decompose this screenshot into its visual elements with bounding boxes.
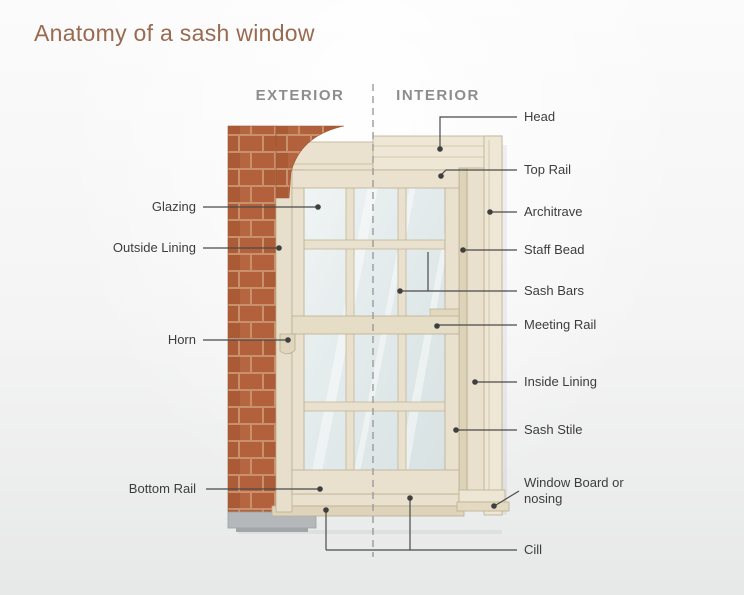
outside-lining xyxy=(275,147,293,513)
label-architrave: Architrave xyxy=(524,204,583,219)
label-outside-lining: Outside Lining xyxy=(112,240,196,255)
section-heading-exterior: EXTERIOR xyxy=(255,87,345,104)
architrave-head xyxy=(372,135,503,171)
label-horn: Horn xyxy=(167,332,196,347)
horn xyxy=(279,333,296,355)
leader-lines xyxy=(203,116,520,551)
label-meeting-rail: Meeting Rail xyxy=(524,317,597,332)
sash-frame xyxy=(279,169,460,495)
window-board xyxy=(456,489,510,512)
label-cill: Cill xyxy=(524,542,543,557)
inside-lining xyxy=(466,167,485,499)
label-head: Head xyxy=(524,109,556,124)
label-glazing: Glazing xyxy=(151,199,196,214)
label-window-board: Window Board or nosing xyxy=(524,475,624,506)
label-top-rail: Top Rail xyxy=(524,162,571,177)
section-heading-interior: INTERIOR xyxy=(396,87,480,104)
page-title: Anatomy of a sash window xyxy=(34,20,315,46)
label-staff-bead: Staff Bead xyxy=(524,242,585,257)
label-bottom-rail: Bottom Rail xyxy=(128,481,196,496)
label-sash-bars: Sash Bars xyxy=(524,283,584,298)
label-inside-lining: Inside Lining xyxy=(524,374,597,389)
brick-arch xyxy=(275,125,345,199)
label-sash-stile: Sash Stile xyxy=(524,422,583,437)
staff-bead xyxy=(458,167,468,499)
soft-shadows xyxy=(238,145,507,534)
window-cill xyxy=(271,493,465,517)
leader-dots xyxy=(276,146,497,513)
brick-wall xyxy=(227,125,277,513)
